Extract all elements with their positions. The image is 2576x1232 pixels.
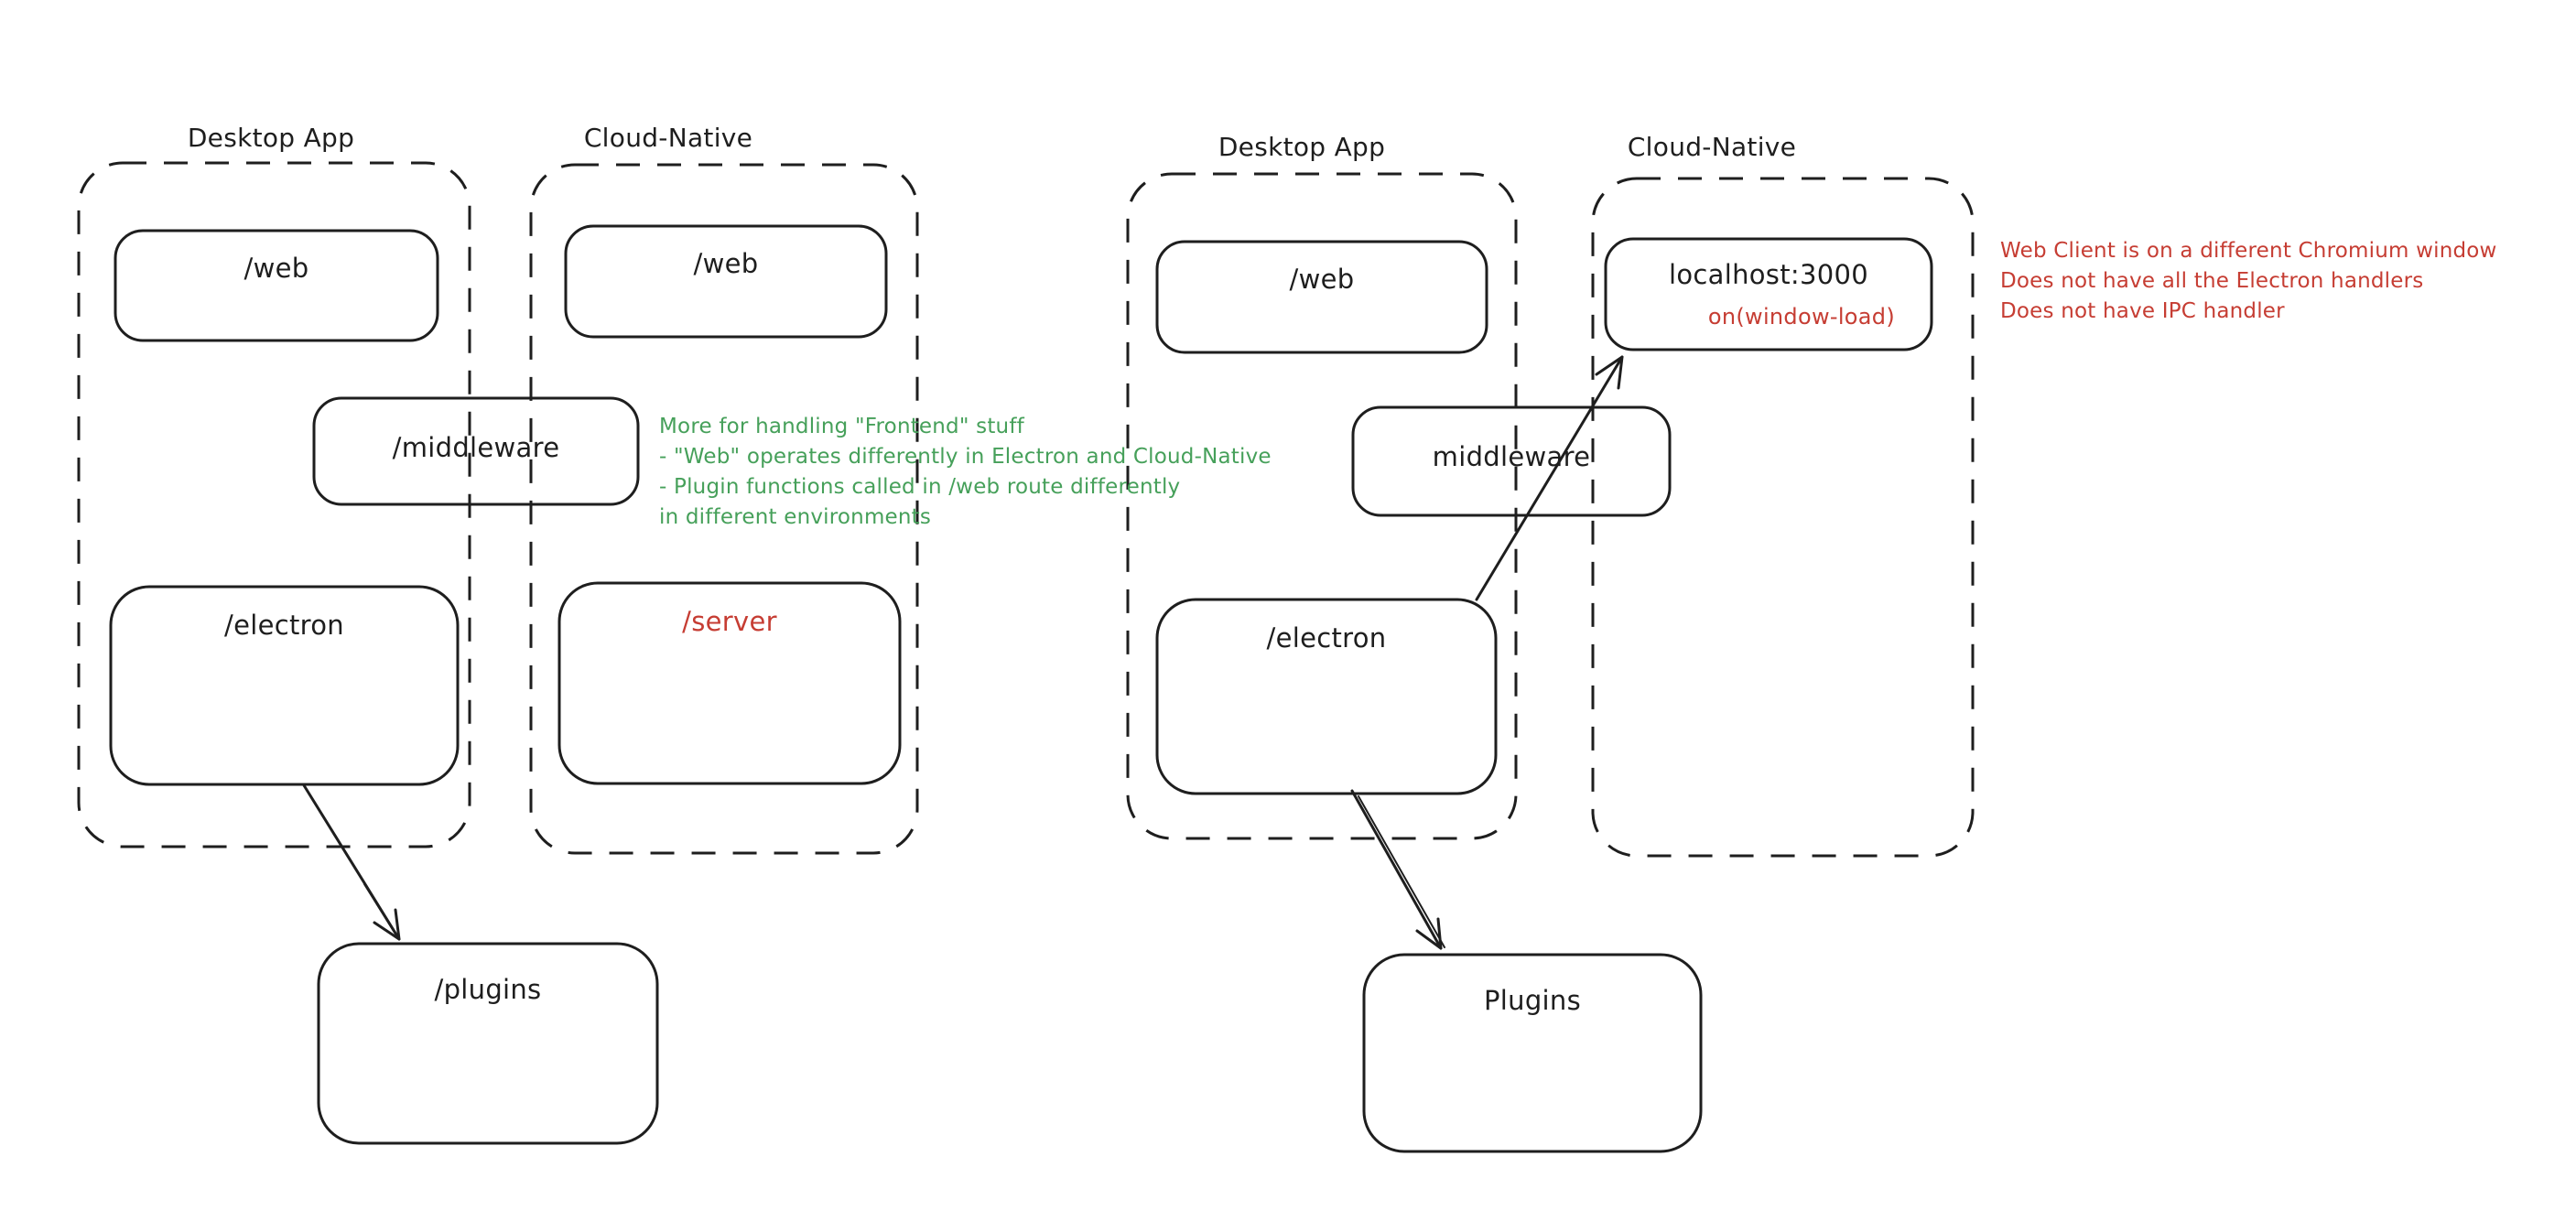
right-middleware-label: middleware [1432,441,1591,472]
green-annotation-line-2: - "Web" operates differently in Electron… [659,445,1272,469]
right-desktop-container[interactable] [1126,172,1518,840]
right-plugins-box[interactable] [1362,953,1703,1153]
right-desktop-app-label: Desktop App [1218,132,1386,162]
right-cloud-native-label: Cloud-Native [1627,132,1797,162]
red-annotation: Web Client is on a different Chromium wi… [2000,236,2497,327]
arrow-left-electron-to-plugins-head [373,908,401,941]
left-desktop-app-label: Desktop App [187,123,355,153]
right-localhost-box[interactable] [1604,237,1933,351]
left-plugins-label: /plugins [434,974,542,1005]
left-cloud-container[interactable] [529,163,919,855]
left-electron-box[interactable] [109,585,460,786]
right-plugins-label: Plugins [1484,985,1581,1016]
right-localhost-sub-label: on(window-load) [1707,304,1895,330]
arrow-left-electron-to-plugins-sketch [363,883,397,936]
left-server-label: /server [682,606,777,637]
right-electron-box[interactable] [1155,598,1498,795]
left-web-cloud-label: /web [693,248,759,279]
red-annotation-line-1: Web Client is on a different Chromium wi… [2000,239,2497,263]
right-localhost-label: localhost:3000 [1669,259,1868,290]
left-middleware-box[interactable] [312,396,640,506]
green-annotation-line-1: More for handling "Frontend" stuff [659,415,1024,438]
arrow-right-electron-to-plugins[interactable] [1350,789,1443,950]
left-plugins-box[interactable] [317,942,659,1145]
right-web-label: /web [1289,264,1355,295]
arrow-right-electron-to-localhost[interactable] [1475,355,1624,601]
red-annotation-line-2: Does not have all the Electron handlers [2000,269,2424,293]
arrow-right-electron-to-localhost-head [1595,355,1624,390]
left-web-desktop-box[interactable] [114,229,439,342]
left-web-cloud-box[interactable] [564,224,888,339]
right-cloud-container[interactable] [1591,177,1975,858]
left-electron-label: /electron [224,610,344,641]
arrow-right-electron-to-plugins-head [1415,917,1443,950]
arrow-right-electron-to-plugins-sketch [1358,795,1445,948]
left-cloud-native-label: Cloud-Native [583,123,753,153]
right-middleware-box[interactable] [1351,405,1672,517]
green-annotation-line-4: in different environments [659,505,932,529]
left-middleware-label: /middleware [392,432,560,463]
right-electron-label: /electron [1266,622,1387,654]
left-server-box[interactable] [557,581,902,785]
green-annotation: More for handling "Frontend" stuff - "We… [659,412,1272,533]
red-annotation-line-3: Does not have IPC handler [2000,299,2285,323]
left-web-desktop-label: /web [244,253,309,284]
right-web-box[interactable] [1155,240,1488,354]
green-annotation-line-3: - Plugin functions called in /web route … [659,475,1181,499]
